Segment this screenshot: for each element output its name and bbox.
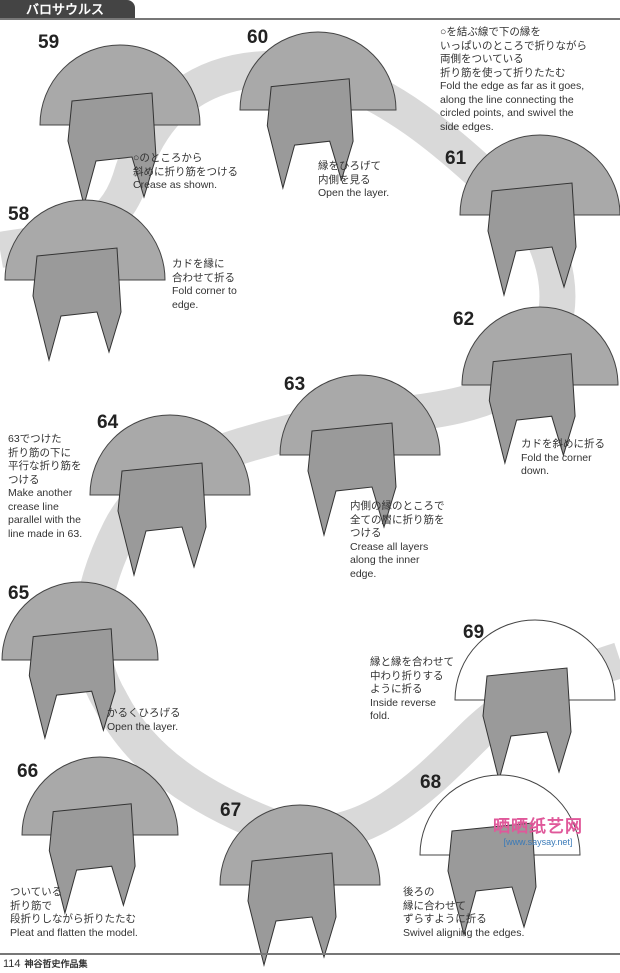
step-caption: カドを縁に 合わせて折る Fold corner to edge. [172,258,237,311]
step-number: 58 [8,204,30,225]
step-diagram [419,774,581,937]
step-caption: カドを斜めに折る Fold the corner down. [521,438,605,477]
step-number: 65 [8,583,30,604]
step-diagram [89,414,251,577]
step-diagram [1,581,159,740]
origami-model [488,353,576,465]
step-number: 64 [97,412,119,433]
origami-model [482,667,572,782]
step-number: 67 [220,800,242,821]
header-divider [0,18,620,20]
watermark-url: [www.saysay.net] [503,837,573,847]
step-caption: ついている 折り筋で 段折りしながら折りたたむ Pleat and flatte… [10,886,138,939]
step-caption: 内側の縁のところで 全ての層に折り筋を つける Crease all layer… [350,500,445,580]
origami-model [117,462,207,577]
step-caption: 縁と縁を合わせて 中わり折りする ように折る Inside reverse fo… [370,656,454,722]
origami-model [67,92,157,207]
origami-model [447,822,537,937]
step-number: 66 [17,761,39,782]
step-number: 68 [420,772,442,793]
step-diagram [461,306,619,465]
step-diagram [239,31,397,190]
origami-model [247,852,337,967]
step-diagram [219,804,381,967]
step-number: 69 [463,622,485,643]
origami-model [266,78,354,190]
step-caption: かるくひろげる Open the layer. [107,707,181,733]
watermark-name: 晒晒纸艺网 [493,817,583,836]
step-diagram [21,756,179,915]
origami-model [307,422,397,537]
step-caption: 63でつけた 折り筋の下に 平行な折り筋を つける Make another c… [8,433,83,540]
step-number: 62 [453,309,475,330]
origami-model [487,182,577,297]
page-number: 114 [3,958,21,970]
origami-model [48,803,136,915]
watermark: 晒晒纸艺网 [www.saysay.net] [493,812,583,847]
step-diagram [4,199,166,362]
step-caption: ○のところから 斜めに折り筋をつける Crease as shown. [133,152,238,191]
book-title: 神谷哲史作品集 [24,959,88,969]
step-diagram [459,134,620,297]
footer-divider [0,953,620,955]
origami-model [28,628,116,740]
step-diagram [454,619,616,782]
step-caption: ○を結ぶ線で下の縁を いっぱいのところで折りながら 両側をついている 折り筋を使… [440,26,587,133]
step-caption: 縁をひろげて 内側を見る Open the layer. [318,160,390,199]
step-number: 60 [247,27,269,48]
step-number: 63 [284,374,306,395]
origami-model [32,247,122,362]
step-number: 61 [445,148,467,169]
section-title: バロサウルス [0,0,135,20]
step-diagram [39,44,201,207]
step-caption: 後ろの 縁に合わせて ずらすように折る Swivel aligning the … [403,886,525,939]
step-diagram [279,374,441,537]
step-number: 59 [38,32,60,53]
